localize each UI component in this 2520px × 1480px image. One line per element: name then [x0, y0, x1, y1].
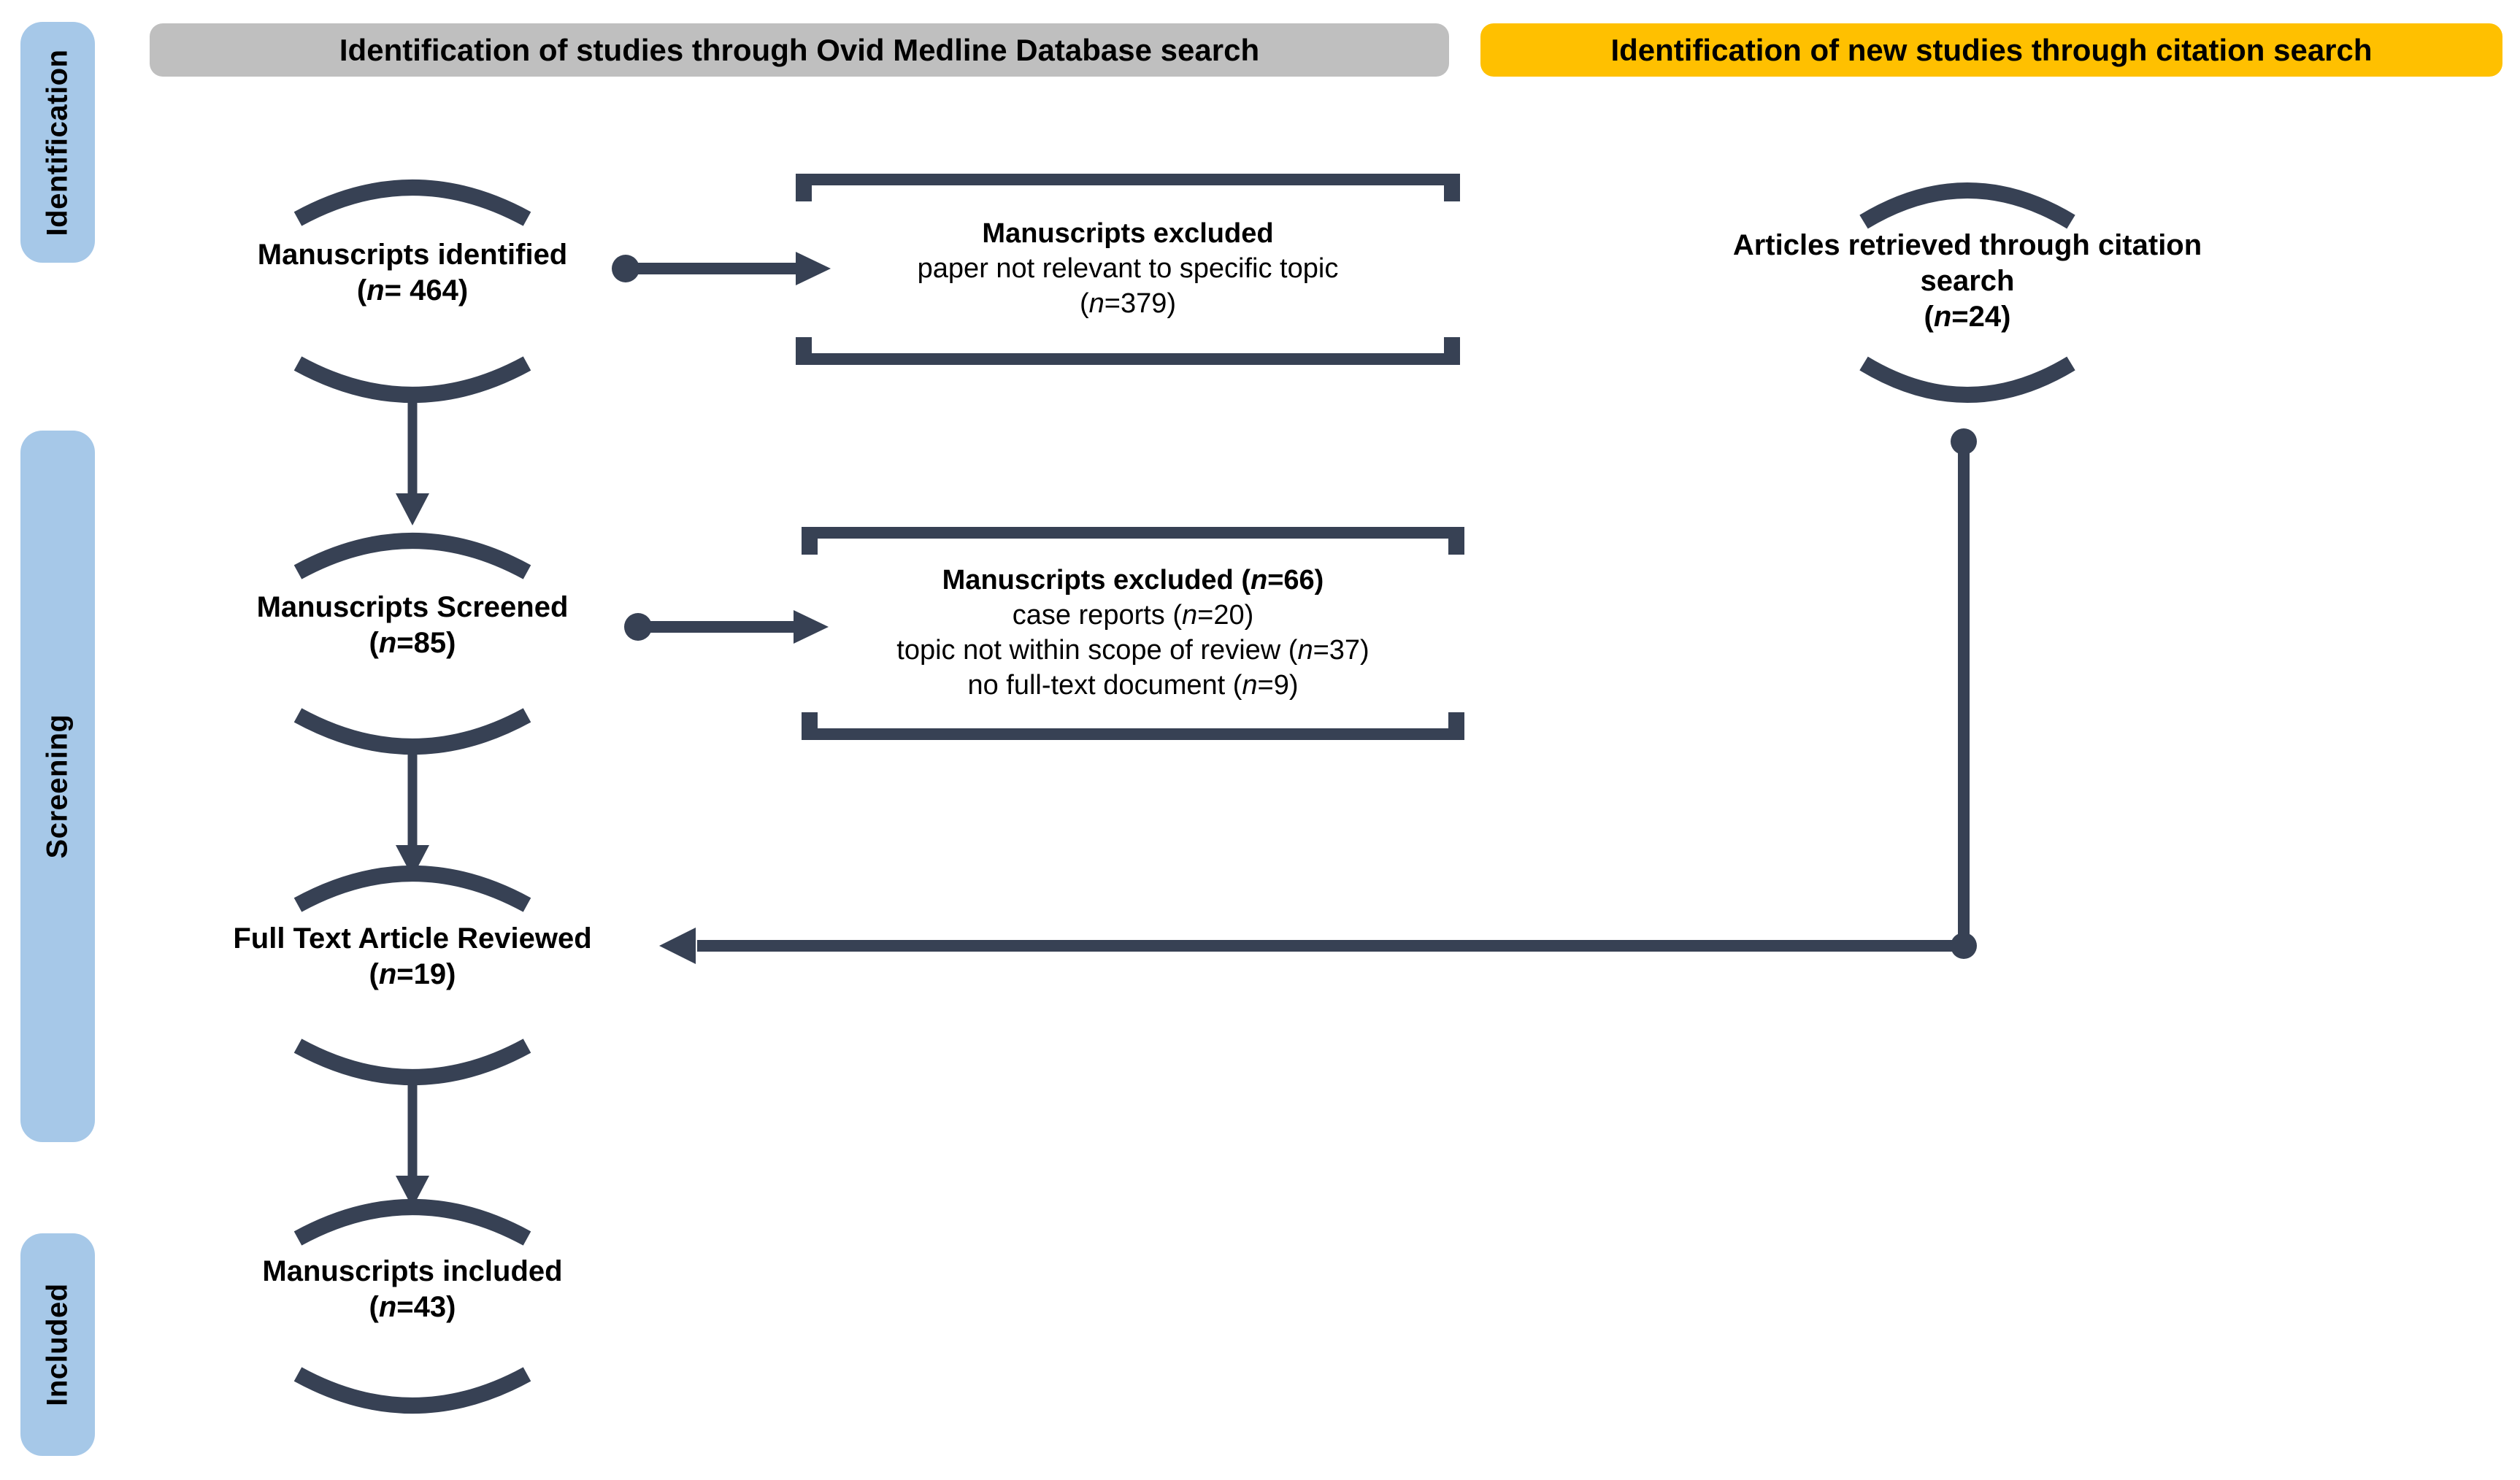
- node-manuscripts-included-count: (n=43): [369, 1290, 456, 1323]
- bracket-leg-top-left: [802, 539, 818, 555]
- node-included-arc-bottom: [293, 1367, 531, 1414]
- node-citation-retrieved-line1b: search: [1920, 264, 2015, 297]
- node-citation-retrieved: Articles retrieved through citation sear…: [1657, 228, 2278, 334]
- stage-rail-screening-label: Screening: [41, 714, 74, 859]
- node-citation-retrieved-count: (n=24): [1924, 300, 2011, 333]
- stage-rail-identification-label: Identification: [41, 49, 74, 236]
- arrow-identified-to-excluded: [632, 252, 831, 285]
- bracket-line-top: [802, 527, 1464, 539]
- stage-rail-identification: Identification: [20, 22, 95, 263]
- arrow-screened-to-fulltext: [396, 752, 429, 877]
- node-manuscripts-identified: Manuscripts identified (n= 464): [172, 237, 653, 309]
- arrow-fulltext-to-included: [396, 1082, 429, 1208]
- node-manuscripts-included: Manuscripts included (n=43): [172, 1254, 653, 1325]
- bracket-line-bottom: [796, 353, 1460, 365]
- node-citation-arc-bottom: [1859, 356, 2075, 403]
- node-fulltext-arc-top: [293, 866, 531, 912]
- arrow-screened-to-excluded: [645, 610, 829, 644]
- exclusion-reason: paper not relevant to specific topic: [917, 253, 1339, 285]
- node-citation-arc-top: [1859, 182, 2075, 229]
- exclusion-title: Manuscripts excluded (n=66): [942, 565, 1324, 596]
- exclusion-box-not-relevant: Manuscripts excluded paper not relevant …: [796, 174, 1460, 365]
- arrow-identified-to-screened: [396, 400, 429, 525]
- bracket-leg-bottom-right: [1448, 712, 1464, 728]
- exclusion-box-screening: Manuscripts excluded (n=66) case reports…: [802, 527, 1464, 740]
- exclusion-reason-case-reports: case reports (n=20): [1012, 600, 1254, 631]
- bracket-line-bottom: [802, 728, 1464, 740]
- exclusion-box-not-relevant-text: Manuscripts excluded paper not relevant …: [899, 217, 1358, 322]
- stage-rail-screening: Screening: [20, 431, 95, 1142]
- bracket-leg-top-right: [1448, 539, 1464, 555]
- node-fulltext-arc-bottom: [293, 1038, 531, 1085]
- node-manuscripts-screened: Manuscripts Screened (n=85): [172, 590, 653, 661]
- exclusion-reason-out-of-scope: topic not within scope of review (n=37): [896, 635, 1370, 666]
- node-manuscripts-screened-line1: Manuscripts Screened: [256, 591, 569, 623]
- node-manuscripts-identified-count: (n= 464): [356, 274, 469, 307]
- connector-vertical-citation: [1958, 438, 1970, 946]
- exclusion-count: (n=379): [1079, 288, 1177, 319]
- node-manuscripts-included-line1: Manuscripts included: [262, 1255, 563, 1287]
- stage-rail-included: Included: [20, 1233, 95, 1456]
- banner-database-search: Identification of studies through Ovid M…: [150, 23, 1449, 77]
- banner-citation-search: Identification of new studies through ci…: [1480, 23, 2502, 77]
- node-screened-arc-top: [293, 533, 531, 579]
- bracket-leg-top-left: [796, 185, 812, 201]
- bracket-leg-top-right: [1444, 185, 1460, 201]
- node-identified-arc-top: [293, 180, 531, 226]
- node-screened-arc-bottom: [293, 708, 531, 755]
- node-full-text-reviewed-count: (n=19): [369, 957, 456, 990]
- banner-citation-search-label: Identification of new studies through ci…: [1610, 32, 2373, 67]
- node-full-text-reviewed: Full Text Article Reviewed (n=19): [153, 921, 672, 993]
- node-identified-arc-bottom: [293, 356, 531, 403]
- arrow-citation-to-fulltext: [659, 928, 1964, 964]
- exclusion-box-screening-text: Manuscripts excluded (n=66) case reports…: [877, 563, 1388, 704]
- bracket-leg-bottom-right: [1444, 337, 1460, 353]
- node-manuscripts-identified-line1: Manuscripts identified: [257, 239, 568, 271]
- bracket-leg-bottom-left: [802, 712, 818, 728]
- node-manuscripts-screened-count: (n=85): [369, 626, 456, 659]
- banner-database-search-label: Identification of studies through Ovid M…: [339, 32, 1260, 67]
- node-citation-retrieved-line1: Articles retrieved through citation: [1732, 229, 2202, 261]
- stage-rail-included-label: Included: [41, 1283, 74, 1406]
- bracket-line-top: [796, 174, 1460, 185]
- node-full-text-reviewed-line1: Full Text Article Reviewed: [233, 922, 592, 955]
- exclusion-reason-no-fulltext: no full-text document (n=9): [967, 669, 1299, 701]
- node-included-arc-top: [293, 1199, 531, 1246]
- bracket-leg-bottom-left: [796, 337, 812, 353]
- exclusion-title: Manuscripts excluded: [982, 218, 1274, 250]
